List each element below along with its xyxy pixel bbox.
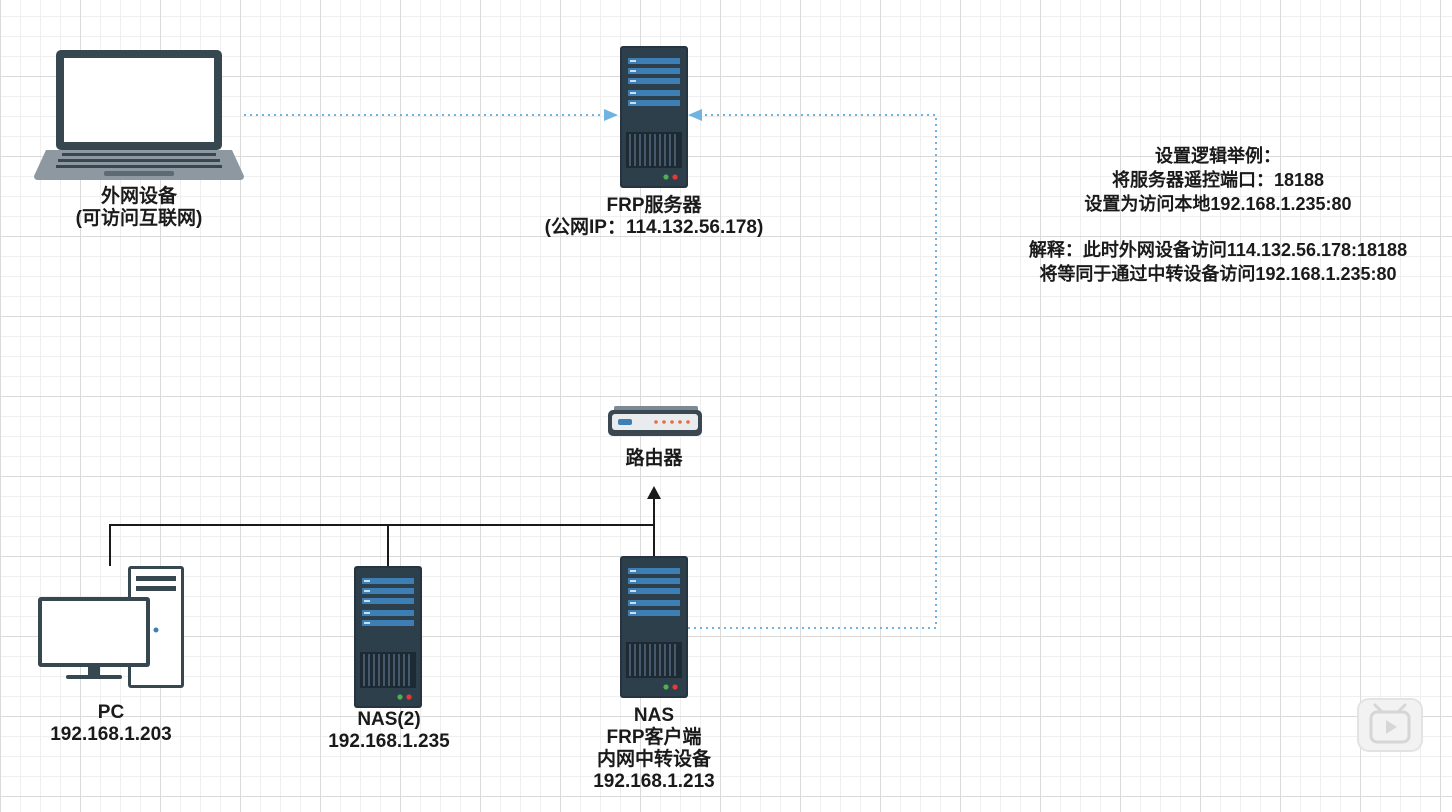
- router-label-line: 路由器: [625, 448, 683, 469]
- play-icon: [1369, 703, 1411, 744]
- pc-label-line: PC: [97, 702, 125, 723]
- arrowhead-icon: [647, 486, 661, 499]
- laptop-label: 外网设备 (可访问互联网): [76, 186, 203, 230]
- nas2-label-line: NAS(2): [357, 709, 421, 730]
- note-line: 设置逻辑举例：: [1155, 146, 1281, 166]
- arrowhead-icon: [688, 109, 702, 121]
- frp-server-label: FRP服务器 (公网IP：114.132.56.178): [545, 195, 764, 239]
- nas2-label-line: 192.168.1.235: [328, 731, 450, 752]
- router-label: 路由器: [625, 448, 682, 470]
- desktop-pc-icon: [38, 566, 184, 688]
- note-line: 将服务器遥控端口：18188: [1111, 170, 1325, 190]
- note-line: 设置为访问本地192.168.1.235:80: [1084, 194, 1352, 214]
- nas2-label: NAS(2) 192.168.1.235: [328, 709, 450, 753]
- note-line: 解释：此时外网设备访问114.132.56.178:18188: [1028, 240, 1408, 260]
- note-line: 将等同于通过中转设备访问192.168.1.235:80: [1039, 264, 1397, 284]
- frp-server-label-line: FRP服务器: [606, 195, 702, 216]
- nas-label-line: NAS: [633, 705, 675, 726]
- frp-server-label-line: (公网IP：114.132.56.178): [544, 217, 764, 238]
- nas-label: NAS FRP客户端 内网中转设备 192.168.1.213: [593, 705, 715, 793]
- laptop-label-line: (可访问互联网): [75, 208, 203, 229]
- play-badge-icon[interactable]: [1357, 698, 1423, 752]
- nas-server-icon: [619, 555, 689, 699]
- router-icon: [608, 406, 702, 436]
- nas2-server-icon: [353, 565, 423, 709]
- laptop-icon: [34, 50, 244, 180]
- internet-link: [244, 109, 618, 121]
- frp-tunnel-link: [688, 109, 937, 629]
- config-note: 设置逻辑举例： 将服务器遥控端口：18188 设置为访问本地192.168.1.…: [1029, 144, 1407, 286]
- lan-bus: [109, 486, 661, 567]
- arrowhead-icon: [604, 109, 618, 121]
- pc-label: PC 192.168.1.203: [50, 702, 172, 746]
- laptop-label-line: 外网设备: [100, 186, 177, 207]
- nas-label-line: FRP客户端: [606, 727, 702, 748]
- nas-label-line: 192.168.1.213: [593, 771, 715, 792]
- frp-server-icon: [619, 45, 689, 189]
- nas-label-line: 内网中转设备: [596, 749, 712, 770]
- pc-label-line: 192.168.1.203: [50, 724, 172, 745]
